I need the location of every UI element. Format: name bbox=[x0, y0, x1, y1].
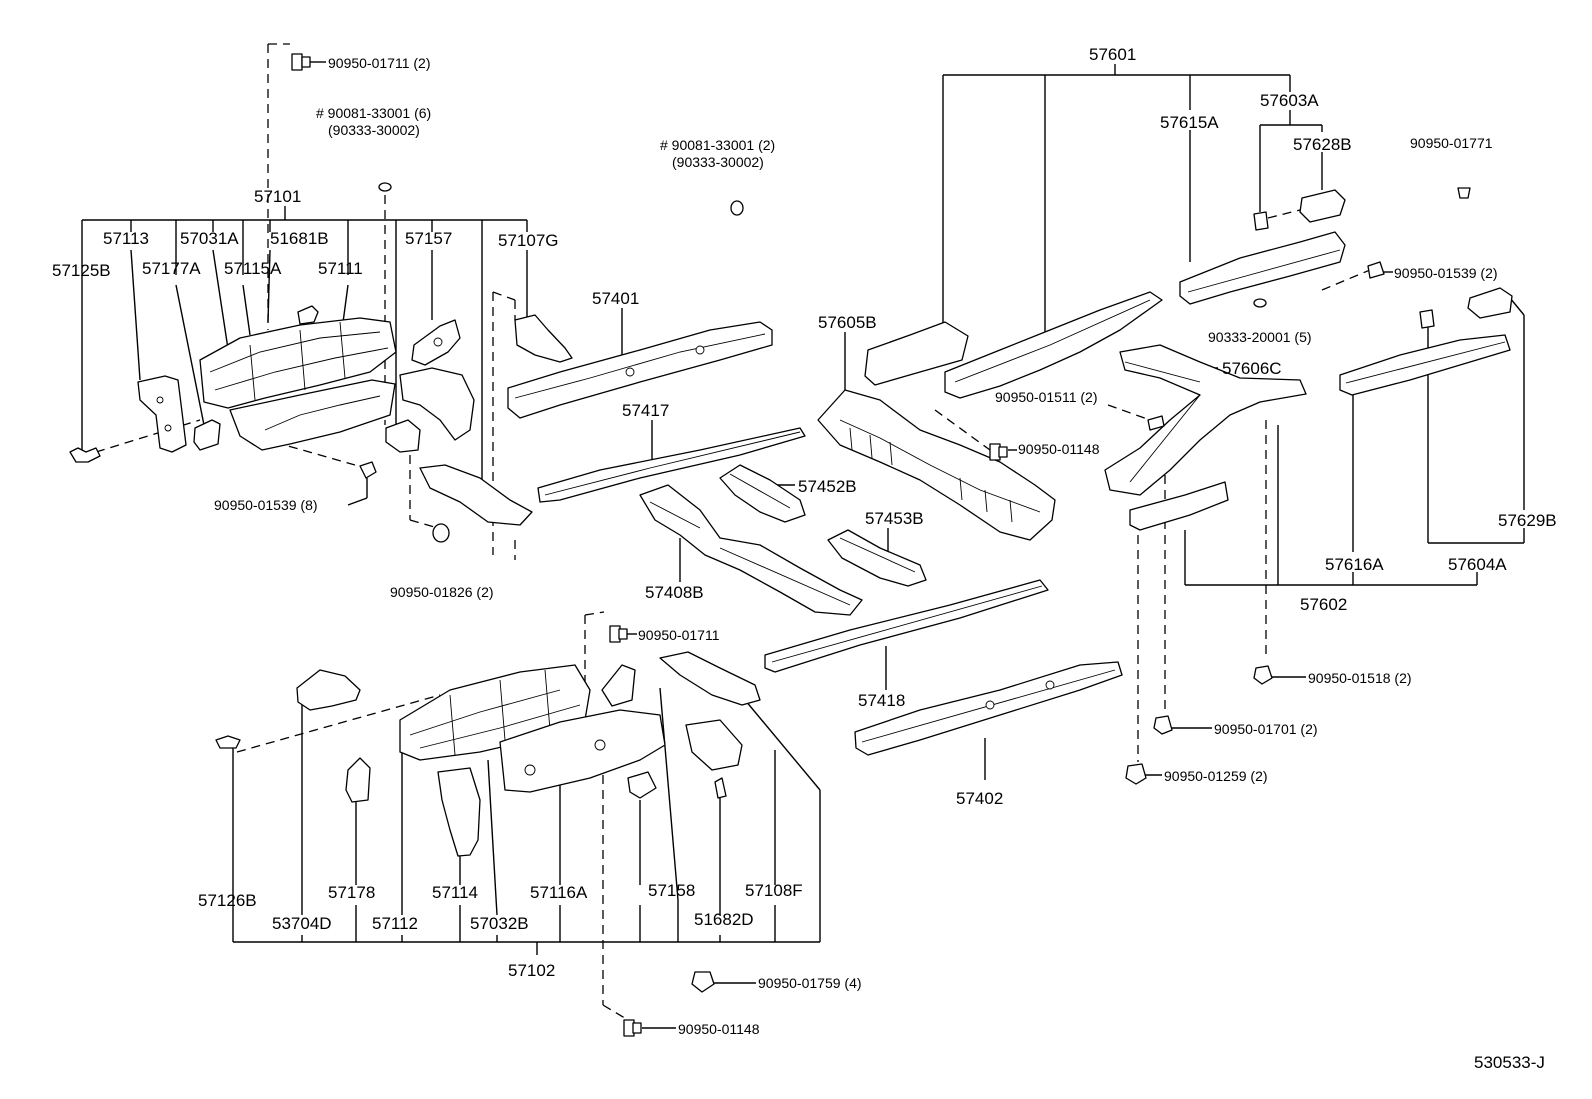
nut-icon bbox=[691, 971, 715, 993]
label-57603A: 57603A bbox=[1260, 91, 1319, 110]
plug-icon bbox=[730, 200, 744, 216]
label-57125B: 57125B bbox=[52, 261, 111, 280]
label-57112: 57112 bbox=[372, 914, 418, 933]
clip-icon bbox=[1457, 187, 1471, 199]
fastener-label-12: 90950-01511 (2) bbox=[995, 389, 1097, 405]
label-57031A: 57031A bbox=[180, 229, 239, 248]
label-57401: 57401 bbox=[592, 289, 639, 308]
label-57629B: 57629B bbox=[1498, 511, 1557, 530]
label-57178: 57178 bbox=[328, 883, 375, 902]
fastener-label-6: 90950-01711 bbox=[638, 627, 720, 643]
fastener-label-16: 90950-01259 (2) bbox=[1164, 768, 1268, 784]
label-57615A: 57615A bbox=[1160, 113, 1219, 132]
label-57417: 57417 bbox=[622, 401, 669, 420]
nut-icon bbox=[1125, 763, 1147, 785]
label-57606C: 57606C bbox=[1222, 359, 1282, 378]
label-53704D: 53704D bbox=[272, 914, 332, 933]
part-labels: 57101 57113 57031A 51681B 57157 57107G 5… bbox=[52, 45, 1557, 980]
label-57108F: 57108F bbox=[745, 881, 803, 900]
fastener-label-2a: # 90081-33001 (6) bbox=[316, 105, 431, 121]
label-57601: 57601 bbox=[1089, 45, 1136, 64]
fastener-label-14: 90950-01518 (2) bbox=[1308, 670, 1412, 686]
clip-icon bbox=[359, 461, 377, 479]
fastener-label-5: 90950-01826 (2) bbox=[390, 584, 494, 600]
bolt-icon bbox=[609, 625, 628, 643]
nut-icon bbox=[1253, 665, 1273, 685]
label-57157: 57157 bbox=[405, 229, 452, 248]
nut-icon bbox=[1153, 715, 1173, 735]
label-57616A: 57616A bbox=[1325, 555, 1384, 574]
label-57402: 57402 bbox=[956, 789, 1003, 808]
fastener-label-15: 90950-01701 (2) bbox=[1214, 721, 1318, 737]
label-57452B: 57452B bbox=[798, 477, 857, 496]
label-57602: 57602 bbox=[1300, 595, 1347, 614]
label-57158: 57158 bbox=[648, 881, 695, 900]
label-51681B: 51681B bbox=[270, 229, 329, 248]
plug-icon bbox=[1253, 298, 1267, 308]
part-drawings bbox=[69, 189, 1513, 857]
label-57604A: 57604A bbox=[1448, 555, 1507, 574]
bolt-icon bbox=[291, 53, 311, 71]
fastener-label-13: 90950-01148 bbox=[1018, 441, 1100, 457]
fastener-label-2b: (90333-30002) bbox=[328, 122, 420, 138]
figure-code: 530533-J bbox=[1474, 1053, 1545, 1072]
label-57114: 57114 bbox=[432, 883, 478, 902]
bolt-icon bbox=[623, 1019, 642, 1037]
label-57111: 57111 bbox=[318, 259, 363, 278]
fastener-label-8: 90950-01148 bbox=[678, 1021, 760, 1037]
fastener-label-11: 90333-20001 (5) bbox=[1208, 329, 1312, 345]
bolt-icon bbox=[989, 443, 1008, 461]
fastener-label-3a: # 90081-33001 (2) bbox=[660, 137, 775, 153]
label-57418: 57418 bbox=[858, 691, 905, 710]
label-57102: 57102 bbox=[508, 961, 555, 980]
label-57116A: 57116A bbox=[530, 883, 588, 902]
fastener-label-9: 90950-01771 bbox=[1410, 135, 1493, 151]
label-57115A: 57115A bbox=[224, 259, 282, 278]
clip-icon bbox=[1147, 415, 1165, 431]
leader-lines bbox=[81, 61, 1525, 1029]
label-57177A: 57177A bbox=[142, 259, 201, 278]
plug-icon bbox=[432, 523, 450, 543]
label-57107G: 57107G bbox=[498, 231, 559, 250]
label-57126B: 57126B bbox=[198, 891, 257, 910]
fastener-label-3b: (90333-30002) bbox=[672, 154, 764, 170]
plug-icon bbox=[378, 182, 392, 192]
label-57408B: 57408B bbox=[645, 583, 704, 602]
fastener-label-4: 90950-01539 (8) bbox=[214, 497, 318, 513]
label-57628B: 57628B bbox=[1293, 135, 1352, 154]
label-57101: 57101 bbox=[254, 187, 301, 206]
label-57113: 57113 bbox=[103, 229, 149, 248]
label-57605B: 57605B bbox=[818, 313, 877, 332]
fastener-icons bbox=[291, 53, 1471, 1037]
label-57453B: 57453B bbox=[865, 509, 924, 528]
label-57032B: 57032B bbox=[470, 914, 529, 933]
label-51682D: 51682D bbox=[694, 910, 754, 929]
fastener-labels: 90950-01711 (2) # 90081-33001 (6) (90333… bbox=[214, 55, 1498, 1037]
clip-icon bbox=[1367, 261, 1385, 279]
fastener-label-1: 90950-01711 (2) bbox=[328, 55, 430, 71]
fastener-label-10: 90950-01539 (2) bbox=[1394, 265, 1498, 281]
fastener-label-7: 90950-01759 (4) bbox=[758, 975, 862, 991]
